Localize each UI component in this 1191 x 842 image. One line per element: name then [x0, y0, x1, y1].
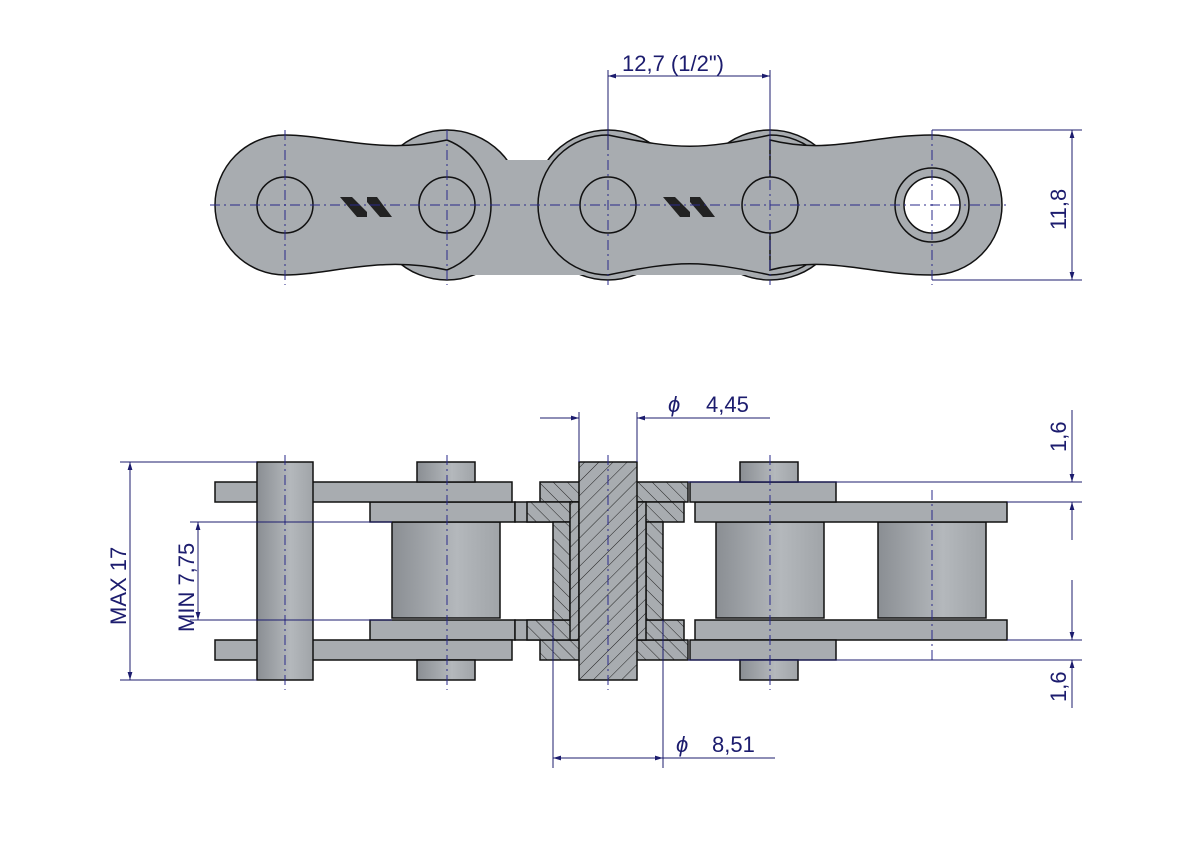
chain-side-view: ϕ 4,45 ϕ 8,51 1,6 1,6 MAX 17 — [106, 392, 1082, 768]
rollers — [391, 521, 987, 619]
max-width-dimension: MAX 17 — [106, 461, 257, 681]
pin-diameter-symbol: ϕ — [668, 392, 680, 417]
roller-diameter-symbol: ϕ — [676, 732, 688, 757]
plate-thickness-bottom-label: 1,6 — [1046, 671, 1071, 702]
side-center-lines — [284, 455, 933, 690]
pitch-dimension: 12,7 (1/2") — [607, 51, 771, 150]
pin-diameter-dimension: ϕ 4,45 — [540, 392, 770, 462]
center-lines — [210, 100, 1010, 285]
pin-diameter-label: 4,45 — [706, 392, 749, 417]
plate-thickness-dimensions: 1,6 1,6 — [688, 410, 1082, 708]
max-width-label: MAX 17 — [106, 547, 131, 625]
roller-diameter-label: 8,51 — [712, 732, 755, 757]
logo-mark — [340, 197, 715, 217]
pitch-label: 12,7 (1/2") — [622, 51, 724, 76]
height-label: 11,8 — [1046, 189, 1071, 230]
min-width-label: MIN 7,75 — [174, 543, 199, 632]
min-width-dimension: MIN 7,75 — [174, 521, 392, 632]
height-dimension: 11,8 — [932, 129, 1082, 281]
chain-top-view: 12,7 (1/2") 11,8 — [210, 51, 1082, 285]
plate-thickness-top-label: 1,6 — [1046, 421, 1071, 452]
roller-diameter-dimension: ϕ 8,51 — [552, 620, 775, 768]
